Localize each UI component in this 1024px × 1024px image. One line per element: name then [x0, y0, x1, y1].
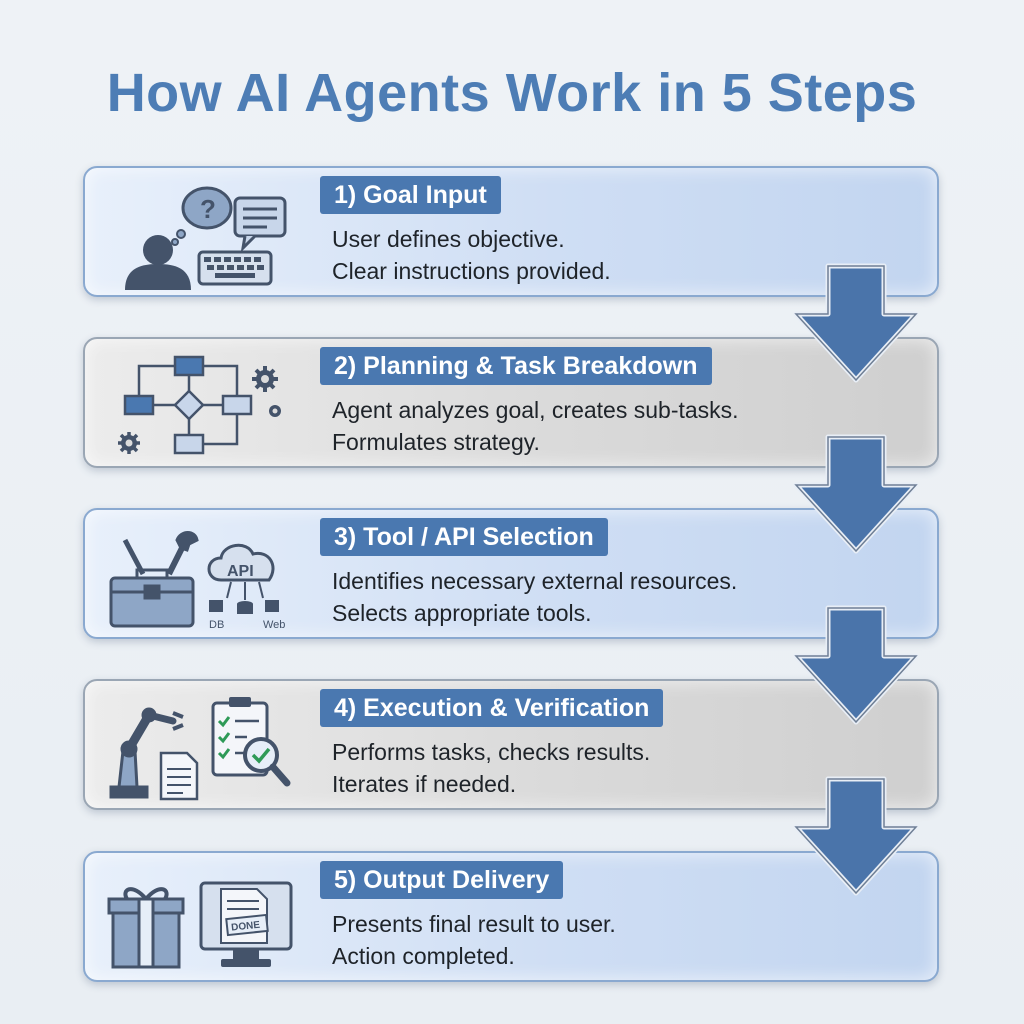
step-3-line-2: Selects appropriate tools. [332, 600, 592, 626]
chat-bubble-icon [233, 196, 287, 253]
step-4-line-1: Performs tasks, checks results. [332, 739, 651, 765]
step-4-icons [103, 691, 303, 803]
done-stamp-text: DONE [231, 920, 261, 934]
step-5-line-2: Action completed. [332, 943, 515, 969]
api-cloud-icon: API DB Web [207, 543, 285, 631]
db-text: DB [209, 619, 224, 631]
down-arrow-icon [793, 605, 919, 725]
step-2-icons [103, 349, 303, 461]
step-5-line-1: Presents final result to user. [332, 911, 616, 937]
step-1-line-1: User defines objective. [332, 226, 565, 252]
step-2-line-2: Formulates strategy. [332, 429, 540, 455]
toolbox-icon [109, 531, 199, 628]
monitor-done-icon: DONE [199, 881, 293, 967]
step-4-line-2: Iterates if needed. [332, 771, 517, 797]
api-text: API [227, 563, 254, 580]
step-2-line-1: Agent analyzes goal, creates sub-tasks. [332, 397, 739, 423]
step-3-line-1: Identifies necessary external resources. [332, 568, 738, 594]
keyboard-icon [197, 250, 273, 286]
down-arrow-icon [793, 263, 919, 383]
step-card-planning: 2) Planning & Task Breakdown Agent analy… [83, 337, 939, 468]
document-icon [159, 751, 199, 801]
step-card-goal-input: ? 1) Goal Input User defines objective. … [83, 166, 939, 297]
gear-icon [118, 366, 281, 454]
step-1-label: 1) Goal Input [320, 176, 501, 214]
step-3-label: 3) Tool / API Selection [320, 518, 608, 556]
down-arrow-icon [793, 434, 919, 554]
down-arrow-icon [793, 776, 919, 896]
step-card-tool-selection: API DB Web 3) Tool / API Selection Ident… [83, 508, 939, 639]
web-text: Web [263, 619, 285, 631]
svg-text:?: ? [200, 194, 216, 224]
step-4-label: 4) Execution & Verification [320, 689, 664, 727]
robot-arm-icon [109, 707, 184, 799]
step-1-line-2: Clear instructions provided. [332, 258, 611, 284]
gift-icon [107, 887, 185, 969]
step-1-icons: ? [103, 178, 303, 290]
magnifier-icon [243, 737, 291, 787]
user-thinking-icon: ? [125, 186, 233, 290]
flowchart-icon [123, 355, 253, 455]
step-card-execution: 4) Execution & Verification Performs tas… [83, 679, 939, 810]
step-5-label: 5) Output Delivery [320, 861, 564, 899]
step-3-icons: API DB Web [103, 520, 303, 632]
page-title: How AI Agents Work in 5 Steps [106, 63, 918, 123]
step-2-label: 2) Planning & Task Breakdown [320, 347, 712, 385]
step-5-icons: DONE [103, 863, 303, 975]
step-card-output-delivery: DONE 5) Output Delivery Presents final r… [83, 851, 939, 982]
